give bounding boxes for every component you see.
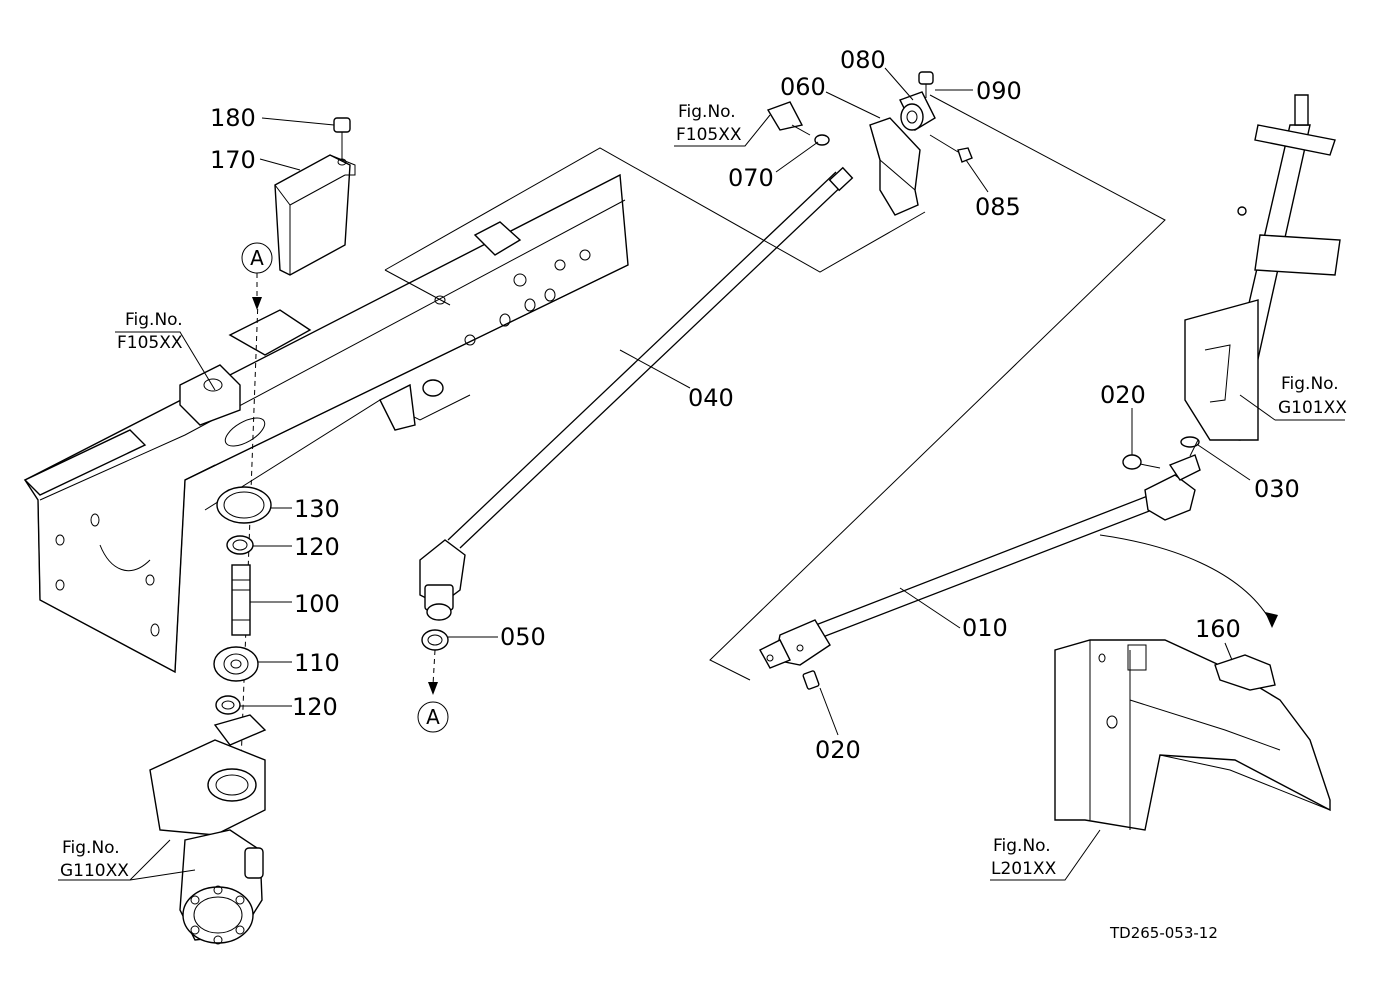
- fig-ref-3-line1: Fig.No.: [1281, 374, 1339, 394]
- label-160: 160: [1195, 615, 1241, 643]
- pinion-stack-drawing: [213, 299, 272, 791]
- label-010: 010: [962, 614, 1008, 642]
- marker-a-top: A: [241, 242, 273, 310]
- marker-a-bottom-text: A: [426, 705, 440, 729]
- label-130: 130: [294, 495, 340, 523]
- shaft-010-drawing: [759, 436, 1201, 690]
- assembly-outline: [709, 94, 1166, 681]
- label-120-upper: 120: [294, 533, 340, 561]
- label-085: 085: [975, 193, 1021, 221]
- marker-a-bottom: A: [417, 701, 449, 733]
- label-090: 090: [976, 77, 1022, 105]
- label-020-upper: 020: [1100, 381, 1146, 409]
- steering-gearbox-drawing: [149, 714, 267, 945]
- drawing-code: TD265-053-12: [1109, 924, 1218, 942]
- shaft-040-drawing: [419, 166, 854, 695]
- cabin-panel-drawing: [1054, 534, 1331, 831]
- fig-ref-5-line2: L201XX: [991, 859, 1057, 879]
- fig-ref-4-line1: Fig.No.: [62, 838, 120, 858]
- label-180: 180: [210, 104, 256, 132]
- label-070: 070: [728, 164, 774, 192]
- label-120-lower: 120: [292, 693, 338, 721]
- leader-lines: [58, 67, 1345, 881]
- label-170: 170: [210, 146, 256, 174]
- label-060: 060: [780, 73, 826, 101]
- bolt-180-drawing: [333, 117, 351, 160]
- front-frame-drawing: [23, 147, 926, 674]
- label-050: 050: [500, 623, 546, 651]
- label-080: 080: [840, 46, 886, 74]
- fig-ref-4-line2: G110XX: [60, 861, 129, 881]
- label-030: 030: [1254, 475, 1300, 503]
- label-100: 100: [294, 590, 340, 618]
- bolt-070-drawing: [766, 101, 830, 146]
- fig-ref-1-line1: Fig.No.: [125, 310, 183, 330]
- label-040: 040: [688, 384, 734, 412]
- fig-ref-2-line1: Fig.No.: [678, 102, 736, 122]
- marker-a-top-text: A: [250, 246, 264, 270]
- label-110: 110: [294, 649, 340, 677]
- bracket-060-drawing: [869, 71, 973, 216]
- bracket-170-drawing: [274, 154, 356, 276]
- fig-ref-1-line2: F105XX: [117, 333, 183, 353]
- fig-ref-2-line2: F105XX: [676, 125, 742, 145]
- fig-ref-5-line1: Fig.No.: [993, 836, 1051, 856]
- steering-column-drawing: [1184, 94, 1341, 457]
- fig-ref-3-line2: G101XX: [1278, 398, 1347, 418]
- label-020-lower: 020: [815, 736, 861, 764]
